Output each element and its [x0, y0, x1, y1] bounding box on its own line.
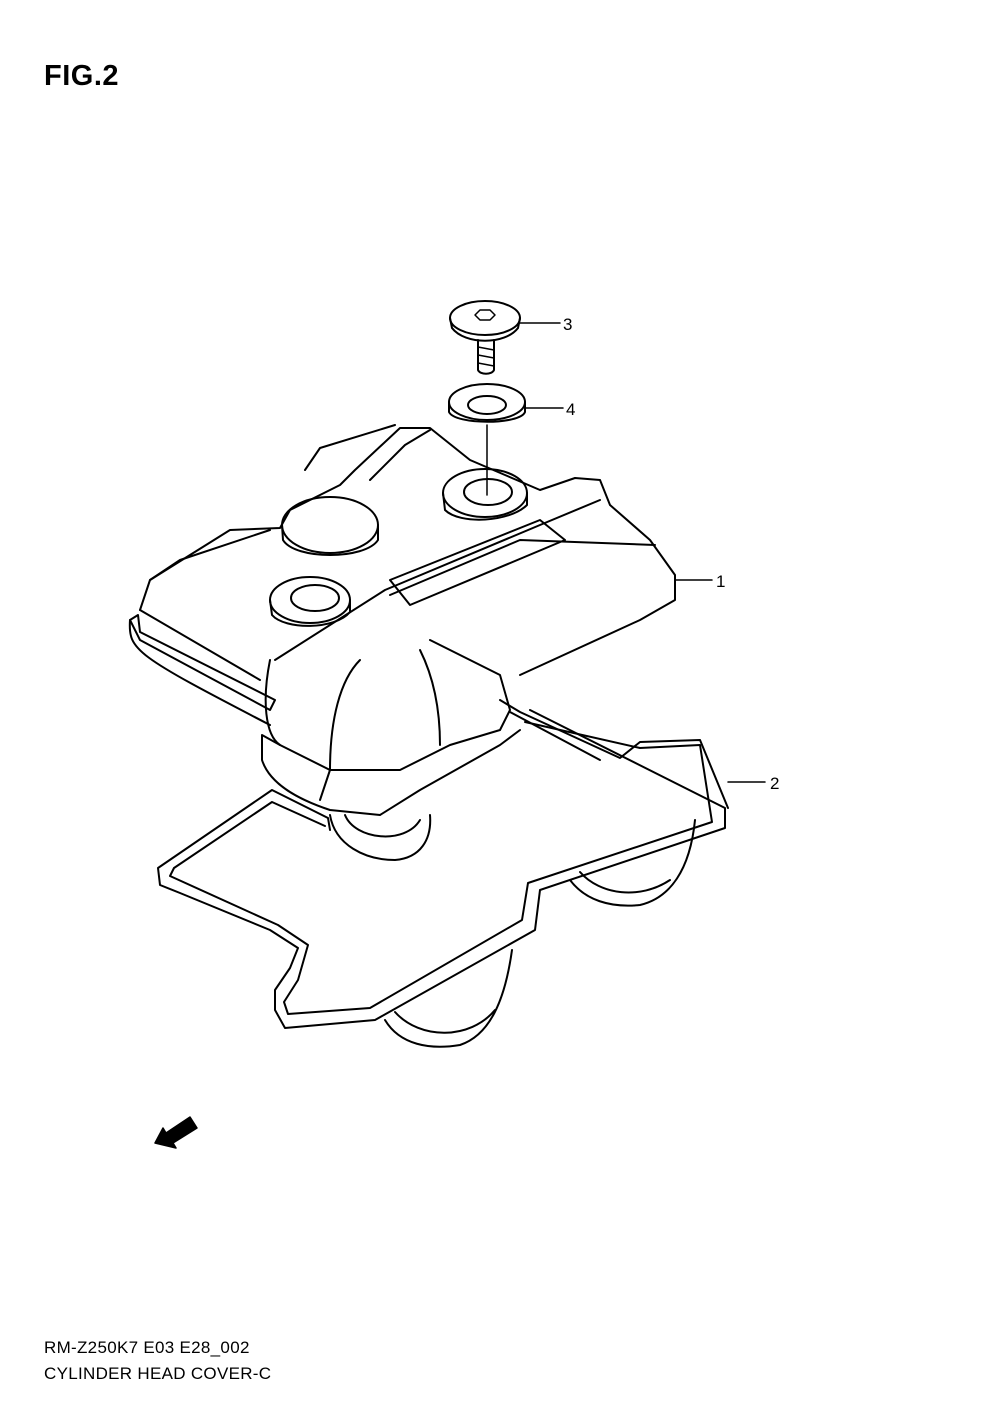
- diagram-footer: RM-Z250K7 E03 E28_002 CYLINDER HEAD COVE…: [44, 1335, 271, 1387]
- cylinder-head-cover-part: [128, 424, 676, 861]
- figure-title: FIG.2: [44, 60, 120, 92]
- callout-number-1: 1: [716, 572, 725, 591]
- fwd-arrow-icon: FWD: [154, 1116, 198, 1149]
- model-code: RM-Z250K7 E03 E28_002: [44, 1338, 250, 1357]
- callout-number-4: 4: [566, 400, 575, 419]
- gasket-part: [157, 699, 729, 1048]
- callout-leaders: [519, 322, 766, 783]
- callout-number-3: 3: [563, 315, 572, 334]
- washer-part: [448, 383, 526, 496]
- callout-number-2: 2: [770, 774, 779, 793]
- diagram-caption: CYLINDER HEAD COVER-C: [44, 1364, 272, 1383]
- bolt-part: [449, 300, 521, 375]
